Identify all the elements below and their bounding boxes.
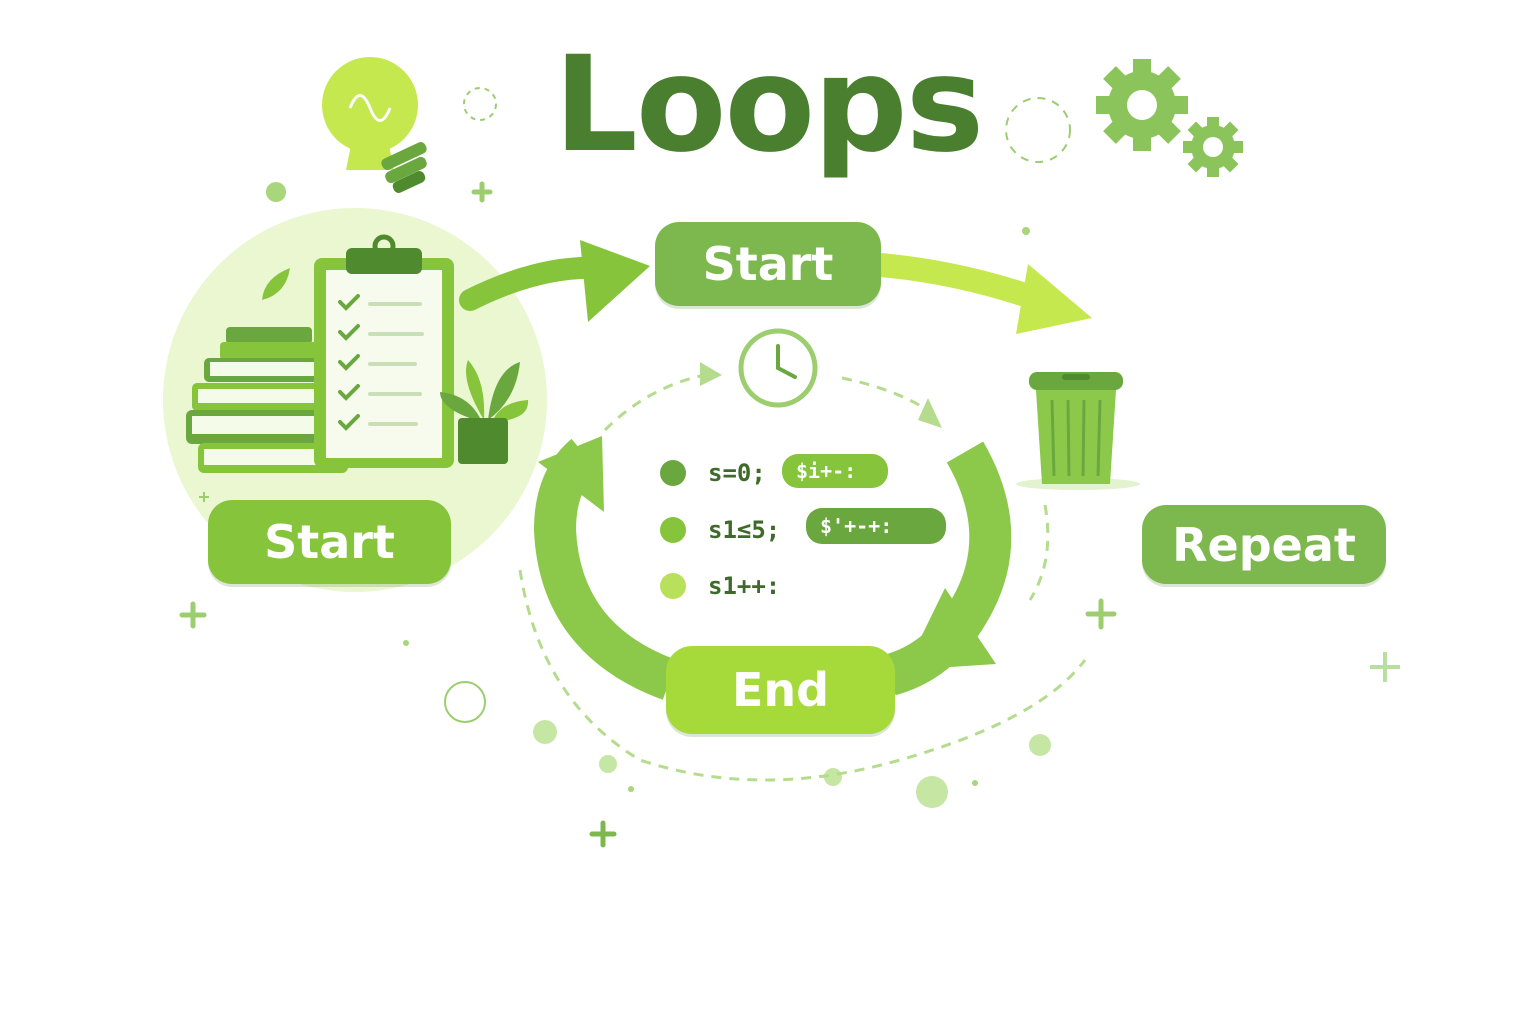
clock-icon bbox=[741, 331, 815, 405]
start-node-left: Start bbox=[208, 500, 451, 584]
repeat-node: Repeat bbox=[1142, 505, 1386, 584]
arrow-start-to-repeat bbox=[880, 264, 1092, 334]
code-line-init: s=0; bbox=[660, 459, 766, 487]
dashed-arrow-heads bbox=[700, 362, 942, 428]
clipboard-icon bbox=[314, 237, 454, 468]
code-text-condition: s1≤5; bbox=[708, 516, 780, 544]
page-title: Loops bbox=[0, 28, 1536, 182]
trash-bin-icon bbox=[1016, 372, 1140, 490]
start-node-top: Start bbox=[655, 222, 881, 306]
code-line-increment: s1++: bbox=[660, 572, 780, 600]
end-node: End bbox=[666, 646, 895, 734]
code-text-init: s=0; bbox=[708, 459, 766, 487]
code-line-condition: s1≤5; bbox=[660, 516, 780, 544]
code-bullet bbox=[660, 517, 686, 543]
code-badge-condition: $'+-+: bbox=[806, 508, 946, 544]
code-bullet bbox=[660, 573, 686, 599]
code-text-increment: s1++: bbox=[708, 572, 780, 600]
code-badge-init: $i+-: bbox=[782, 454, 888, 488]
loop-cycle bbox=[538, 436, 996, 680]
code-bullet bbox=[660, 460, 686, 486]
